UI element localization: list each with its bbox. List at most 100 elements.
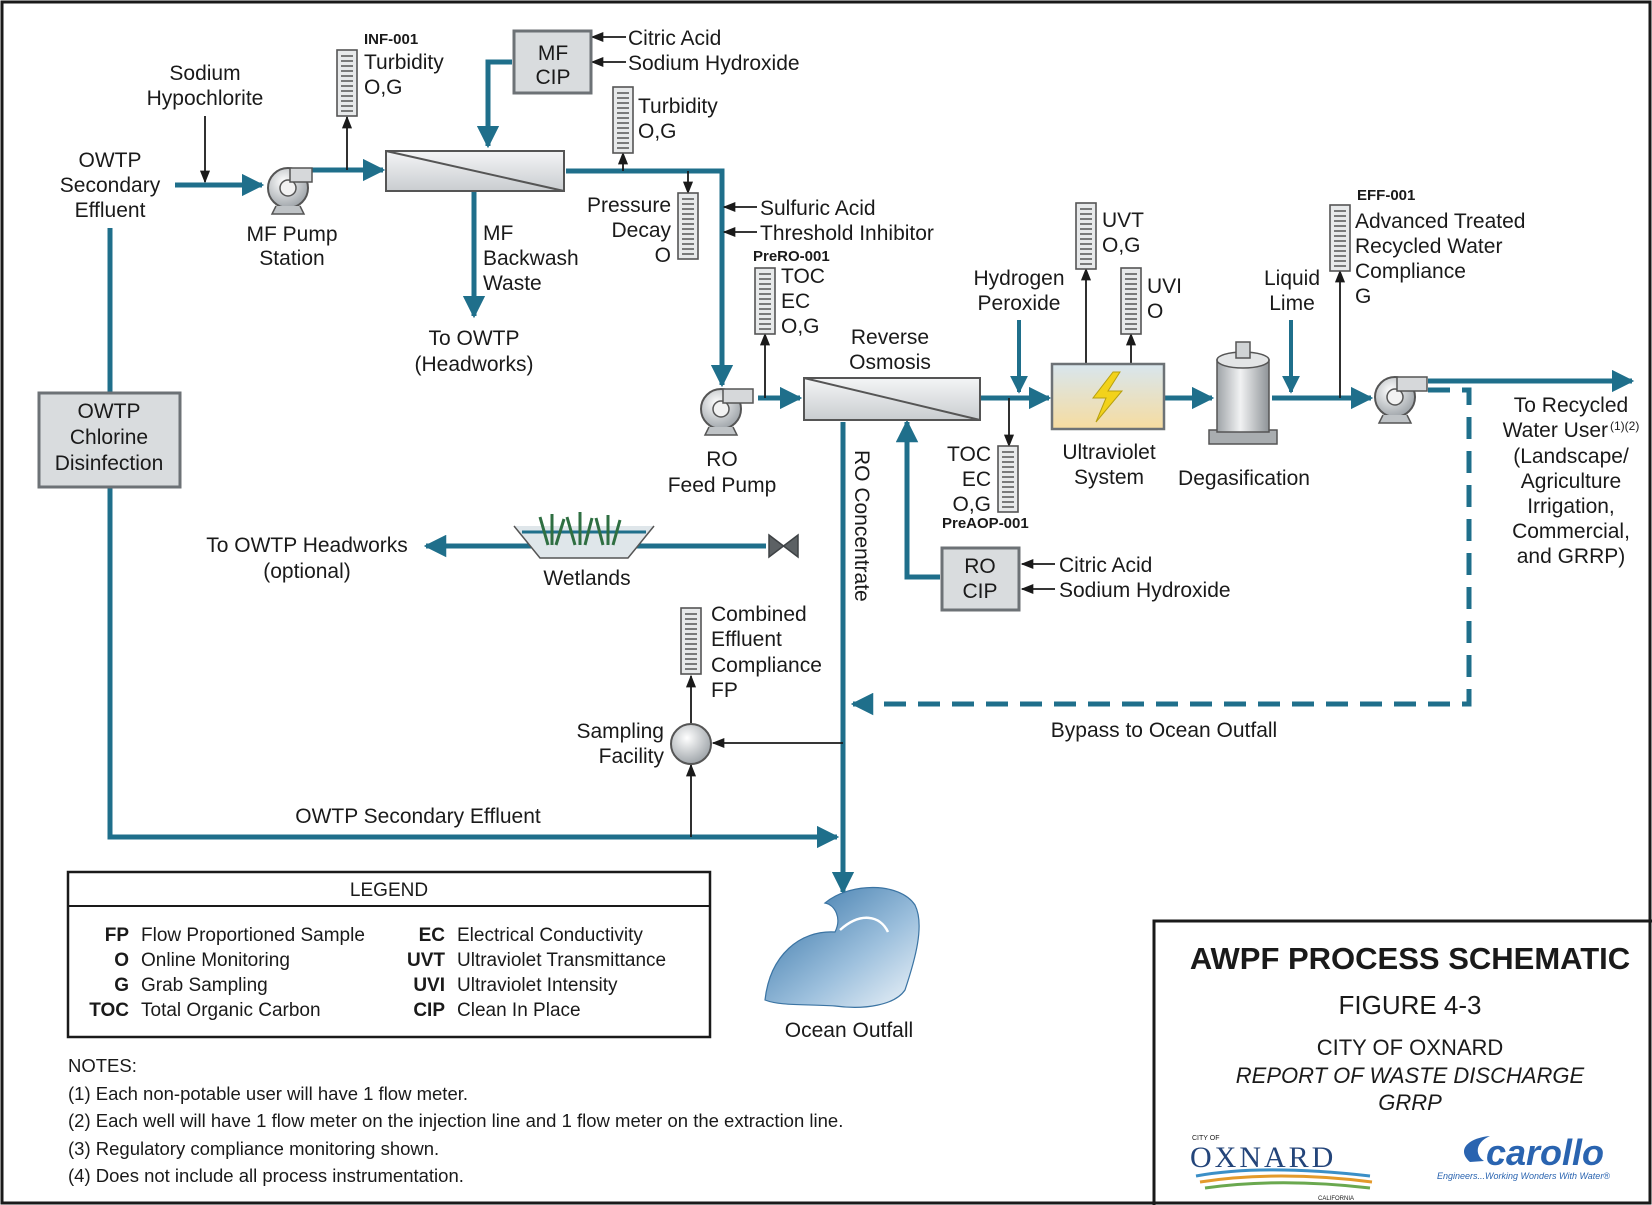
ro-pretreat-chemical-1: Sulfuric Acid: [760, 197, 876, 220]
reverse-osmosis-label-1: Reverse: [851, 326, 929, 349]
carollo-logo: carollo Engineers...Working Wonders With…: [1437, 1132, 1610, 1181]
mf-turbidity-meter-icon: [612, 86, 634, 154]
recycled-water-user-label-6: Commercial,: [1512, 520, 1630, 543]
prero-001-line-2: EC: [781, 290, 810, 313]
legend-code-cip: CIP: [413, 1000, 445, 1021]
uvi-line-1: UVI: [1147, 275, 1182, 298]
legend-desc-o: Online Monitoring: [141, 950, 290, 971]
ultraviolet-system-label-2: System: [1074, 466, 1144, 489]
ro-feed-pump-icon: [700, 388, 754, 436]
ro-cip-box: [940, 546, 1021, 612]
inf-001-line-2: O,G: [364, 76, 403, 99]
eff-001-line-1: Advanced Treated: [1355, 210, 1525, 233]
recycled-water-user-label-4: Agriculture: [1521, 470, 1621, 493]
ro-cip-label-2: CIP: [962, 580, 997, 603]
pressure-decay-label-1: Pressure: [587, 194, 671, 217]
valve-icon: [768, 533, 799, 559]
legend-desc-uvt: Ultraviolet Transmittance: [457, 950, 666, 971]
uvt-line-2: O,G: [1102, 234, 1141, 257]
mf-pump-station-label-2: Station: [259, 247, 324, 270]
owtp-secondary-effluent-label-1: OWTP: [79, 149, 142, 172]
sampling-facility-label-1: Sampling: [576, 720, 664, 743]
inf-001-line-1: Turbidity: [364, 51, 444, 74]
eff-001-meter-icon: [1329, 204, 1351, 272]
mf-pump-station-label-1: MF Pump: [246, 223, 337, 246]
legend-desc-fp: Flow Proportioned Sample: [141, 925, 365, 946]
combined-effluent-line-1: Combined: [711, 603, 807, 626]
mf-backwash-label-2: Backwash: [483, 247, 579, 270]
owtp-chlorine-label-2: Chlorine: [70, 426, 148, 449]
owtp-chlorine-label-3: Disinfection: [55, 452, 164, 475]
legend-desc-toc: Total Organic Carbon: [141, 1000, 321, 1021]
bypass-line: [850, 387, 1472, 716]
ro-pretreat-chemical-2: Threshold Inhibitor: [760, 222, 934, 245]
liquid-lime-label-1: Liquid: [1264, 267, 1320, 290]
lightning-icon: [1091, 371, 1124, 423]
title-block-project: GRRP: [1378, 1090, 1442, 1115]
mf-cip-label-2: CIP: [535, 66, 570, 89]
wetlands-label: Wetlands: [543, 567, 630, 590]
note-3: (3) Regulatory compliance monitoring sho…: [68, 1138, 439, 1159]
uv-reactor-icon: [1050, 362, 1166, 431]
sampling-facility-icon: [670, 723, 712, 765]
preaop-001-tag: PreAOP-001: [942, 515, 1029, 532]
legend-desc-ec: Electrical Conductivity: [457, 925, 643, 946]
legend-code-g: G: [114, 975, 129, 996]
prero-001-meter-icon: [754, 267, 776, 335]
recycled-water-user-label-2: Water User: [1503, 419, 1608, 442]
uvt-line-1: UVT: [1102, 209, 1144, 232]
title-block-title: AWPF PROCESS SCHEMATIC: [1190, 941, 1630, 976]
recycled-water-user-label-3: (Landscape/: [1513, 445, 1629, 468]
oxnard-logo-name: OXNARD: [1190, 1141, 1336, 1174]
owtp-chlorine-box: [37, 391, 182, 489]
recycled-water-user-label-5: Irrigation,: [1527, 495, 1615, 518]
owtp-secondary-effluent-label-3: Effluent: [75, 199, 146, 222]
to-owtp-headworks-optional-label-2: (optional): [263, 560, 351, 583]
legend: LEGEND FP Flow Proportioned Sample O Onl…: [66, 870, 712, 1039]
owtp-secondary-effluent-label-2: Secondary: [60, 174, 161, 197]
pressure-decay-meter-icon: [677, 192, 699, 260]
process-labels: Sodium Hypochlorite OWTP Secondary Efflu…: [55, 27, 1640, 1042]
legend-desc-uvi: Ultraviolet Intensity: [457, 975, 618, 996]
combined-effluent-line-2: Effluent: [711, 628, 782, 651]
ultraviolet-system-label-1: Ultraviolet: [1062, 441, 1156, 464]
prero-001-line-1: TOC: [781, 265, 825, 288]
pressure-decay-label-2: Decay: [611, 219, 671, 242]
eff-001-tag: EFF-001: [1357, 187, 1415, 204]
uvi-line-2: O: [1147, 300, 1163, 323]
combined-effluent-line-4: FP: [711, 679, 738, 702]
ro-cip-line: [895, 419, 940, 580]
legend-desc-g: Grab Sampling: [141, 975, 268, 996]
uvi-meter-icon: [1120, 267, 1142, 335]
reverse-osmosis-label-2: Osmosis: [849, 351, 931, 374]
liquid-lime-label-2: Lime: [1269, 292, 1315, 315]
mf-effluent-line: [566, 168, 734, 388]
mf-cip-label-1: MF: [538, 42, 568, 65]
eff-001-line-4: G: [1355, 285, 1371, 308]
title-block: AWPF PROCESS SCHEMATIC FIGURE 4-3 CITY O…: [1152, 919, 1652, 1205]
legend-code-o: O: [114, 950, 129, 971]
recycled-water-user-superscript: (1)(2): [1610, 419, 1639, 433]
recycled-water-user-label-1: To Recycled: [1514, 394, 1628, 417]
ro-feed-pump-label-1: RO: [706, 448, 738, 471]
to-owtp-headworks-optional-label-1: To OWTP Headworks: [206, 534, 408, 557]
oxnard-logo-sub: CALIFORNIA: [1318, 1196, 1354, 1202]
mf-turbidity-line-2: O,G: [638, 120, 677, 143]
legend-code-uvi: UVI: [413, 975, 445, 996]
mf-cip-box: [512, 29, 593, 95]
owtp-secondary-effluent-line-label: OWTP Secondary Effluent: [295, 805, 541, 828]
pressure-decay-label-3: O: [655, 244, 671, 267]
title-block-figure: FIGURE 4-3: [1338, 990, 1481, 1020]
legend-title: LEGEND: [350, 880, 428, 901]
owtp-secondary-effluent-line: [107, 228, 840, 849]
combined-effluent-line-3: Compliance: [711, 654, 822, 677]
degasifier-tank-icon: [1208, 341, 1278, 445]
notes: NOTES: (1) Each non-potable user will ha…: [68, 1055, 843, 1186]
mf-membrane-icon: [385, 150, 565, 192]
preaop-001-line-2: EC: [962, 468, 991, 491]
owtp-chlorine-label-1: OWTP: [78, 400, 141, 423]
sodium-hypochlorite-label-2: Hypochlorite: [147, 87, 264, 110]
instrument-lines: [199, 31, 1346, 837]
recycled-water-user-label-7: and GRRP): [1517, 545, 1626, 568]
